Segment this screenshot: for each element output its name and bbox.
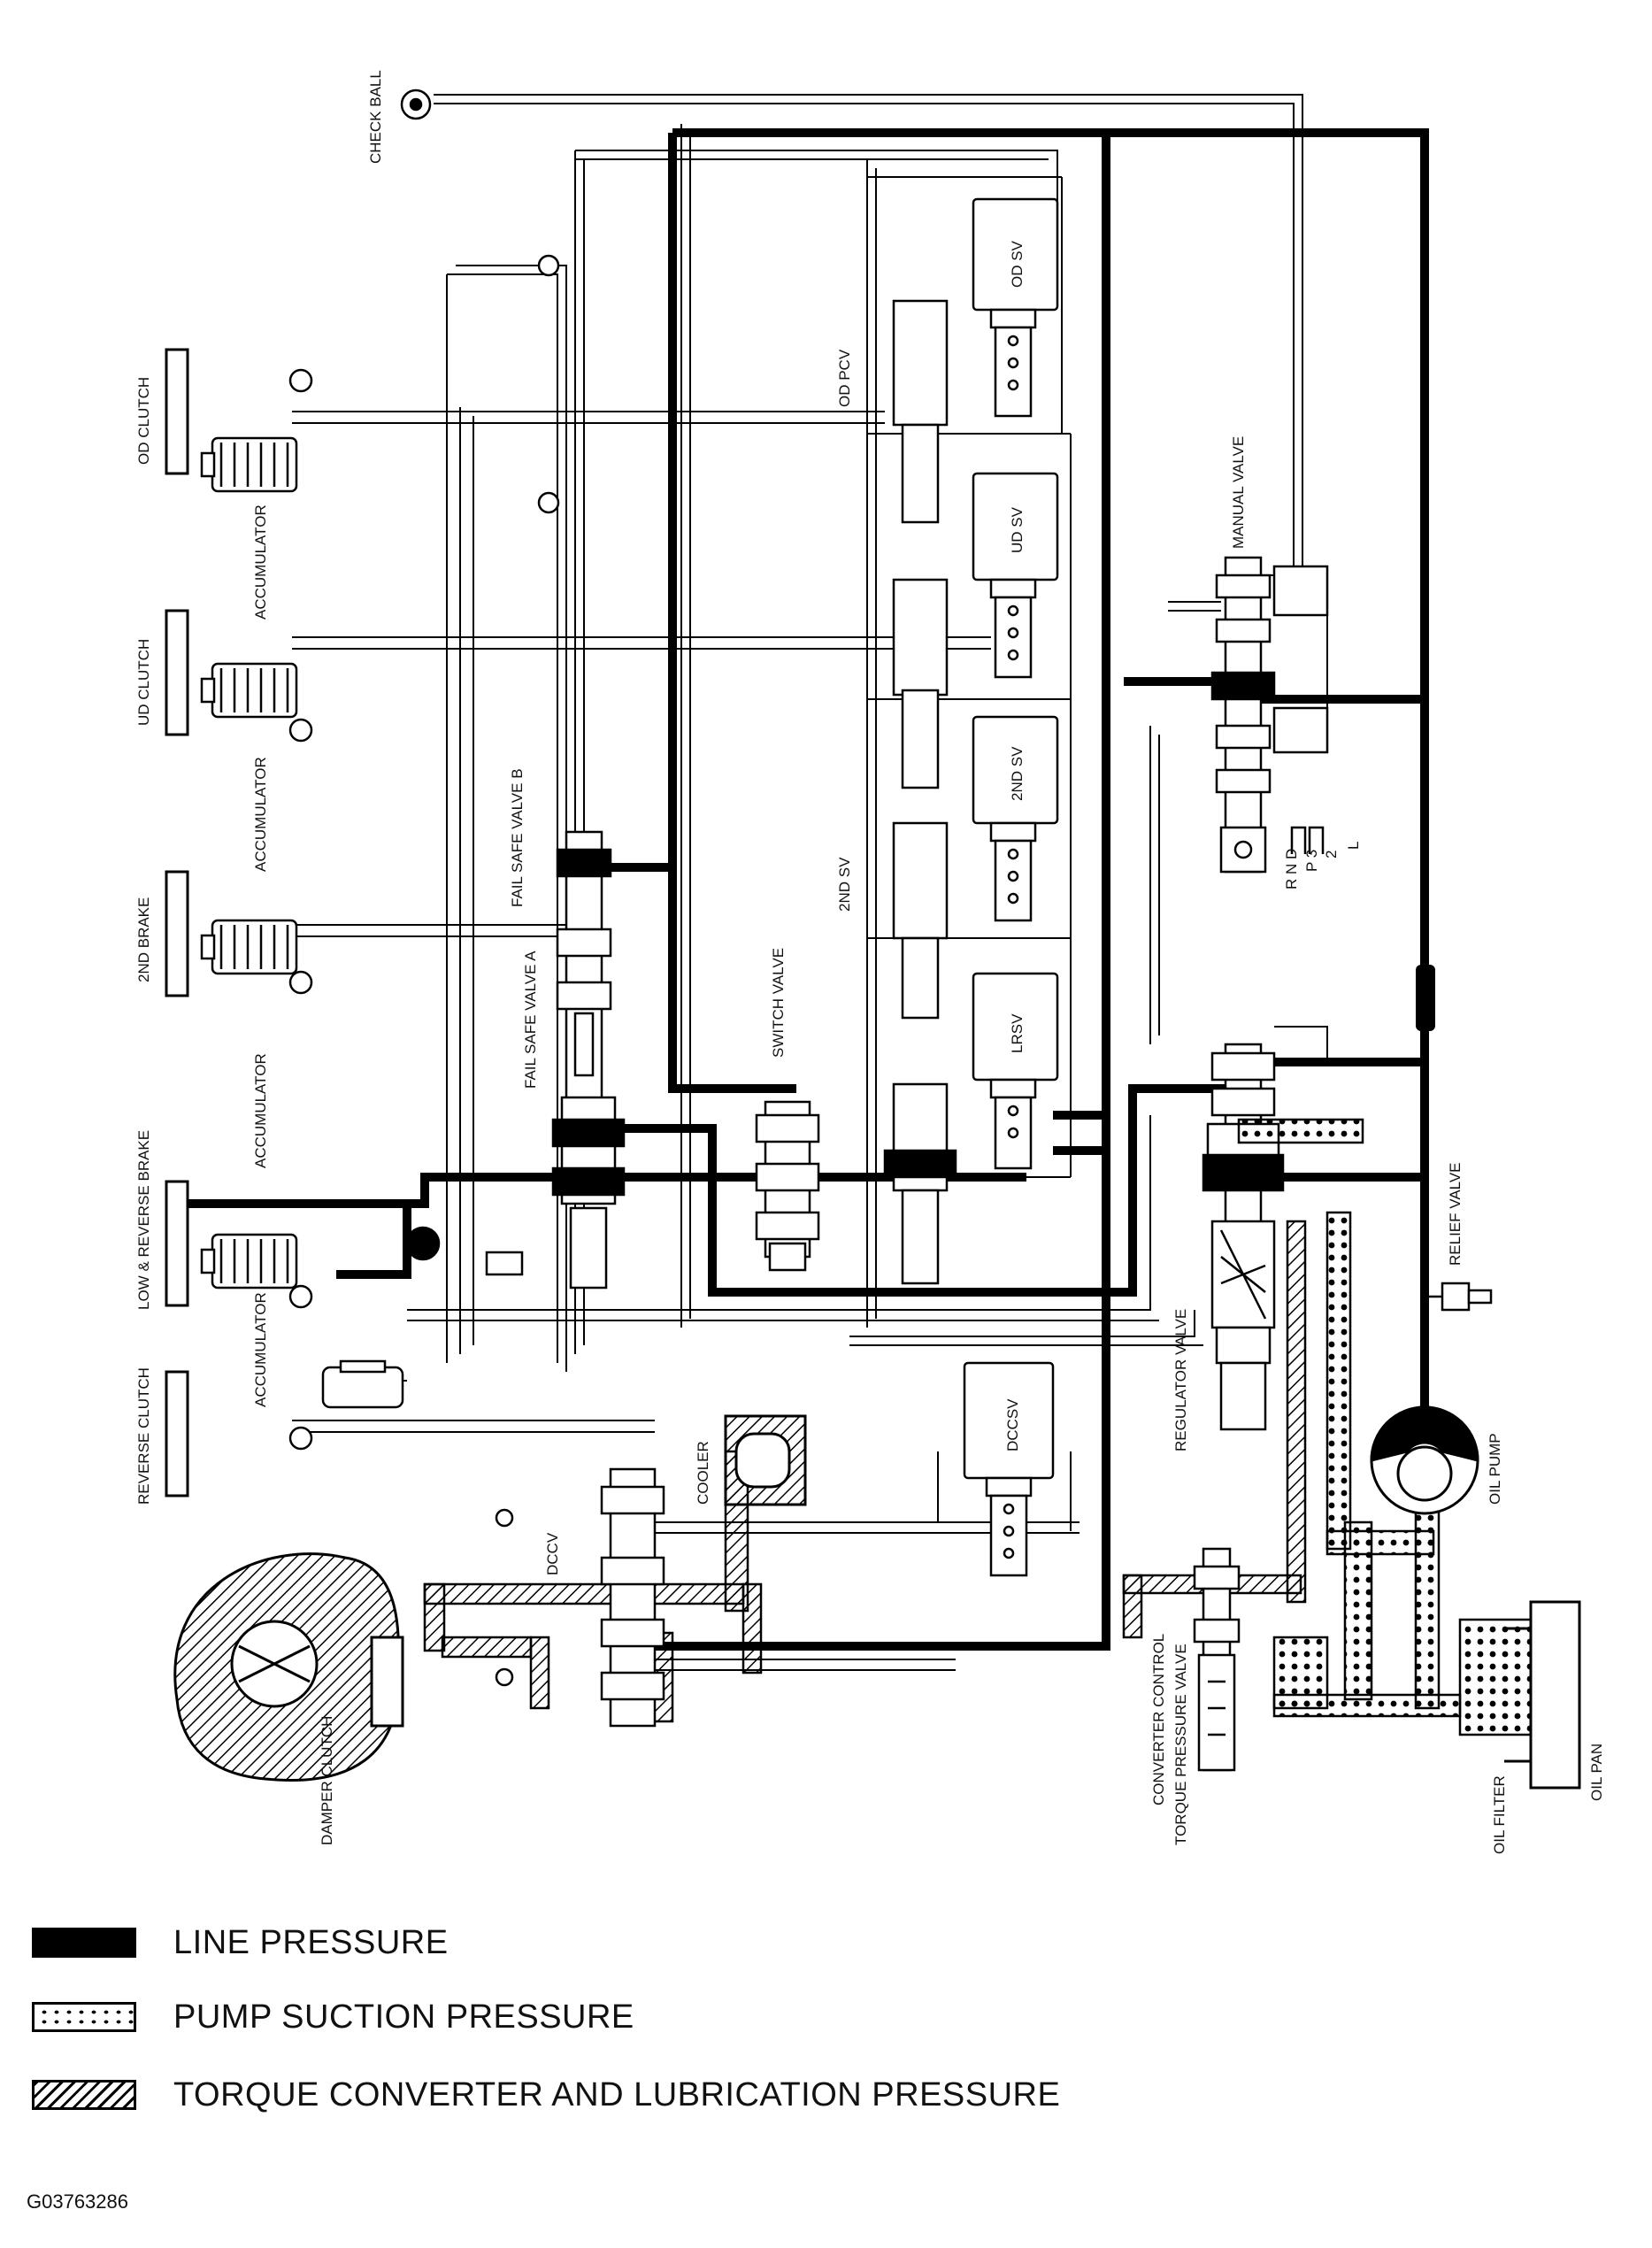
label-gear-2: 2 — [1323, 851, 1340, 858]
label-ud-sv: UD SV — [1009, 506, 1026, 553]
oil-pump — [1370, 1405, 1479, 1515]
accumulator-low-reverse — [200, 1233, 298, 1290]
label-oil-filter: OIL FILTER — [1491, 1775, 1508, 1854]
relief-valve — [1425, 1282, 1493, 1312]
pump-suction-passages — [1237, 1118, 1533, 1736]
switch-valve — [755, 1100, 820, 1272]
label-accumulator-2nd: ACCUMULATOR — [252, 1053, 269, 1168]
figure-id: G03763286 — [27, 2190, 128, 2213]
label-second-sv: 2ND SV — [836, 857, 853, 912]
dccv-valve — [600, 1467, 665, 1728]
label-gear-range: R N D — [1283, 849, 1300, 889]
legend-row-line-pressure: LINE PRESSURE — [32, 1921, 449, 1965]
label-reverse-clutch: REVERSE CLUTCH — [135, 1367, 152, 1505]
accumulator-2nd — [200, 919, 298, 975]
label-od-clutch: OD CLUTCH — [135, 377, 152, 465]
accumulator-reverse — [321, 1359, 404, 1409]
fail-safe-valves — [485, 830, 626, 1290]
label-manual-valve: MANUAL VALVE — [1230, 436, 1247, 549]
torque-converter-swatch — [32, 2080, 136, 2110]
label-converter-control: CONVERTER CONTROL — [1150, 1634, 1167, 1805]
line-pressure-orifice — [1416, 965, 1435, 1031]
label-accumulator-low-reverse: ACCUMULATOR — [252, 1292, 269, 1407]
check-balls — [288, 89, 560, 1687]
label-torque-pressure-valve: TORQUE PRESSURE VALVE — [1172, 1644, 1189, 1845]
diagram-labels: CHECK BALL OD CLUTCH ACCUMULATOR UD CLUT… — [135, 70, 1605, 1854]
torque-pressure-valve — [1193, 1547, 1241, 1772]
label-fail-safe-valve-a: FAIL SAFE VALVE A — [522, 951, 539, 1089]
label-damper-clutch: DAMPER CLUTCH — [319, 1716, 335, 1845]
label-relief-valve: RELIEF VALVE — [1447, 1162, 1464, 1266]
label-od-sv: OD SV — [1009, 240, 1026, 288]
label-accumulator-od: ACCUMULATOR — [252, 504, 269, 620]
label-gear-l: L — [1345, 842, 1362, 850]
cooler — [724, 1414, 807, 1506]
legend-row-torque-converter: TORQUE CONVERTER AND LUBRICATION PRESSUR… — [32, 2073, 1060, 2117]
hydraulic-circuit-diagram: CHECK BALL OD CLUTCH ACCUMULATOR UD CLUT… — [135, 70, 1605, 1854]
legend-row-pump-suction: PUMP SUCTION PRESSURE — [32, 1995, 634, 2039]
label-regulator-valve: REGULATOR VALVE — [1172, 1309, 1189, 1451]
oil-filter-and-pan — [1504, 1600, 1581, 1790]
label-ud-clutch: UD CLUTCH — [135, 639, 152, 726]
label-oil-pan: OIL PAN — [1588, 1744, 1605, 1801]
label-second-sv-box: 2ND SV — [1009, 746, 1026, 801]
legend-line-pressure: LINE PRESSURE — [173, 1923, 449, 1961]
line-pressure-swatch — [32, 1928, 136, 1958]
accumulator-ud — [200, 662, 298, 719]
legend-pump-suction: PUMP SUCTION PRESSURE — [173, 1998, 634, 2036]
label-dccv: DCCV — [544, 1532, 561, 1575]
legend-torque-converter: TORQUE CONVERTER AND LUBRICATION PRESSUR… — [173, 2075, 1061, 2113]
label-dccsv: DCCSV — [1004, 1398, 1021, 1451]
label-low-reverse-brake: LOW & REVERSE BRAKE — [135, 1130, 152, 1310]
label-oil-pump: OIL PUMP — [1487, 1433, 1503, 1505]
solenoid-valves — [883, 197, 1059, 1577]
label-accumulator-ud: ACCUMULATOR — [252, 757, 269, 872]
label-lrsv: LRSV — [1009, 1013, 1026, 1053]
torque-converter — [173, 1552, 404, 1782]
clutch-plates — [165, 348, 189, 1497]
regulator-valve — [1202, 1043, 1285, 1431]
label-check-ball: CHECK BALL — [367, 70, 384, 164]
manual-valve — [1210, 556, 1329, 874]
label-fail-safe-valve-b: FAIL SAFE VALVE B — [509, 768, 526, 907]
accumulator-od — [200, 436, 298, 493]
label-od-pcv: OD PCV — [836, 349, 853, 407]
label-second-brake: 2ND BRAKE — [135, 897, 152, 982]
label-gear-p3: P 3 — [1303, 850, 1320, 872]
accumulators — [200, 436, 404, 1409]
label-switch-valve: SWITCH VALVE — [770, 948, 787, 1058]
pump-suction-swatch — [32, 2002, 136, 2032]
label-cooler: COOLER — [695, 1441, 711, 1505]
